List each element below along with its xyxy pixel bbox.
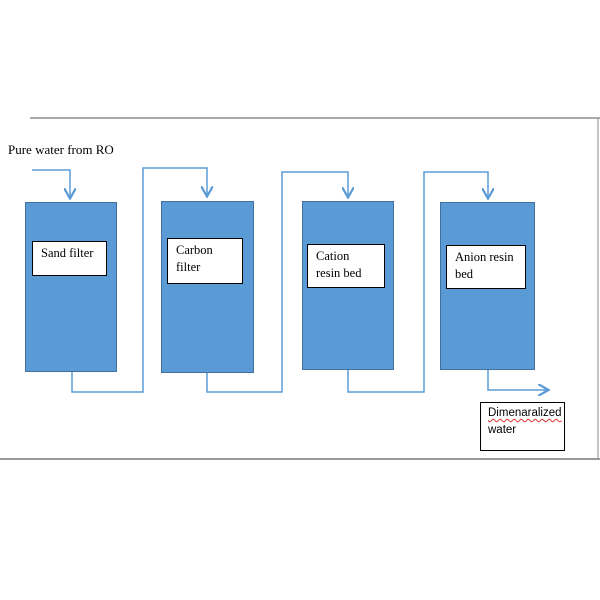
output-label-line2: water: [488, 424, 517, 436]
tank-label-carbon-filter: Carbon filter: [167, 238, 243, 284]
tank-label-sand-filter: Sand filter: [32, 241, 107, 276]
flow-carbon-to-cation: [206, 171, 348, 393]
tank-label-anion-resin-bed: Anion resin bed: [446, 245, 526, 289]
tank-label-cation-resin-bed: Cation resin bed: [307, 244, 385, 288]
flow-cation-to-anion: [347, 171, 488, 393]
input-label: Pure water from RO: [8, 142, 114, 157]
output-flow-arrow: [487, 370, 547, 390]
output-label-box: Dimenaralized water: [480, 402, 565, 451]
input-flow-arrow: [32, 169, 70, 197]
output-label-line1: Dimenaralized: [488, 407, 562, 419]
flow-sand-to-carbon: [71, 167, 207, 393]
tank-sand-filter: [25, 202, 117, 372]
tank-carbon-filter: [161, 201, 254, 373]
